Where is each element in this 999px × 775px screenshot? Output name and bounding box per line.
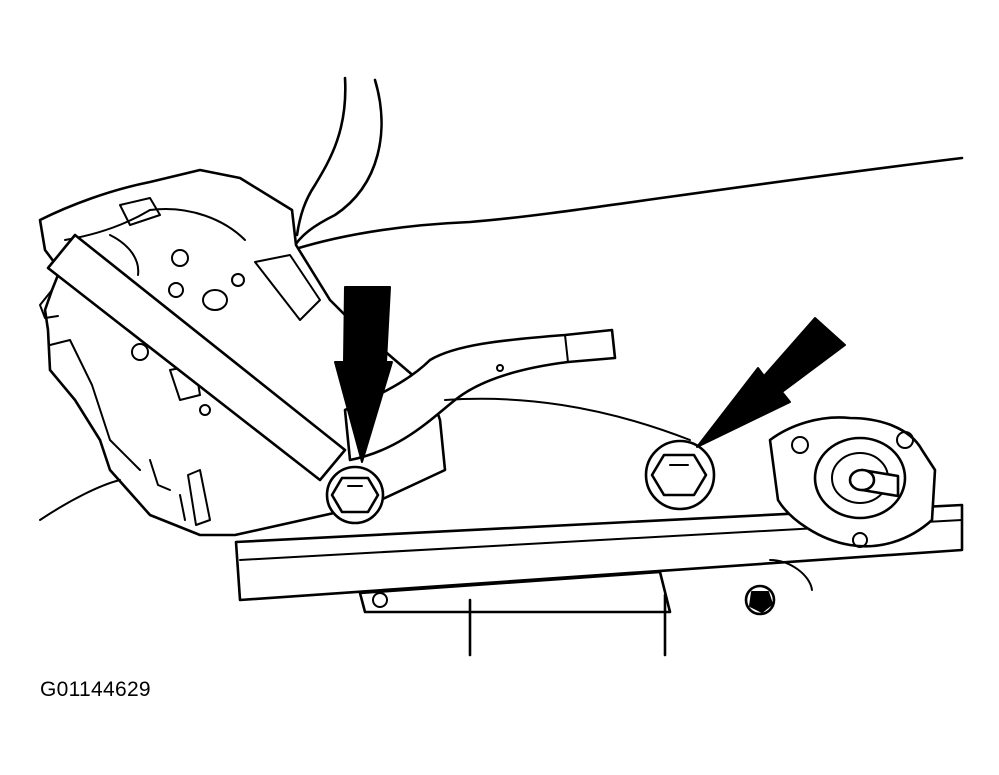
figure-id-label: G01144629 (40, 678, 151, 701)
right-bolt (644, 439, 716, 511)
right-bolt-arrow (696, 317, 846, 448)
lower-mount-block (358, 570, 672, 657)
lower-right-bolt (744, 559, 813, 616)
left-bolt (325, 465, 385, 525)
adjuster-lever (343, 328, 691, 462)
motor-housing (768, 416, 937, 548)
bracket-strap (46, 233, 347, 482)
left-bolt-arrow (334, 286, 393, 463)
seat-cushion-outline (290, 76, 964, 252)
